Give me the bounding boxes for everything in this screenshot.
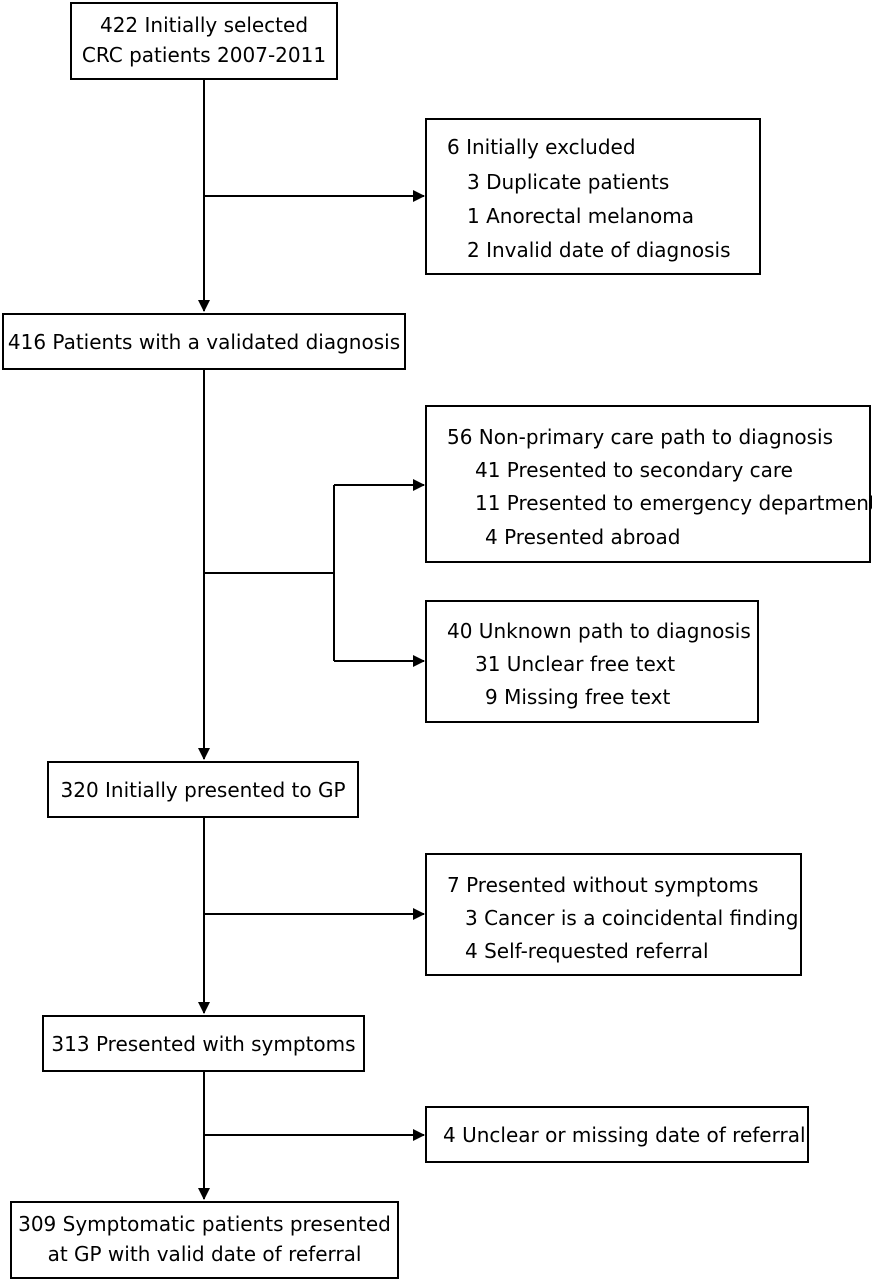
exclusion-item: 1 Anorectal melanoma (467, 204, 695, 228)
presented-with-symptoms-box: 313 Presented with symptoms (42, 1015, 365, 1072)
box-line: CRC patients 2007-2011 (81, 43, 327, 67)
exclusion-item: 4 Presented abroad (485, 525, 681, 549)
box-line: at GP with valid date of referral (47, 1242, 362, 1266)
exclusion-title: 6 Initially excluded (447, 135, 636, 159)
exclusion-item: 2 Invalid date of diagnosis (467, 238, 731, 262)
exclusion-item: 9 Missing free text (485, 685, 671, 709)
exclusion-item: 3 Duplicate patients (467, 170, 670, 194)
initial-selection-box: 422 Initially selected CRC patients 2007… (70, 2, 338, 80)
missing-referral-date-box: 4 Unclear or missing date of referral (425, 1106, 809, 1163)
exclusion-item: 4 Self-requested referral (465, 939, 709, 963)
exclusion-item: 31 Unclear free text (475, 652, 676, 676)
final-cohort-box: 309 Symptomatic patients presented at GP… (10, 1201, 399, 1279)
exclusion-item: 11 Presented to emergency department (475, 491, 872, 515)
box-line: 320 Initially presented to GP (60, 778, 346, 802)
non-primary-care-box: 56 Non-primary care path to diagnosis 41… (425, 405, 872, 563)
exclusion-title: 7 Presented without symptoms (447, 873, 759, 897)
unknown-path-box: 40 Unknown path to diagnosis 31 Unclear … (425, 600, 759, 723)
initial-exclusion-box: 6 Initially excluded 3 Duplicate patient… (425, 118, 761, 275)
exclusion-title: 4 Unclear or missing date of referral (443, 1123, 806, 1147)
box-line: 309 Symptomatic patients presented (18, 1212, 391, 1236)
box-line: 313 Presented with symptoms (51, 1032, 356, 1056)
validated-diagnosis-box: 416 Patients with a validated diagnosis (2, 313, 406, 370)
presented-to-gp-box: 320 Initially presented to GP (47, 761, 359, 818)
box-line: 422 Initially selected (99, 13, 309, 37)
exclusion-item: 3 Cancer is a coincidental finding (465, 906, 799, 930)
box-line: 416 Patients with a validated diagnosis (7, 330, 401, 354)
exclusion-title: 56 Non-primary care path to diagnosis (447, 425, 833, 449)
exclusion-title: 40 Unknown path to diagnosis (447, 619, 751, 643)
exclusion-item: 41 Presented to secondary care (475, 458, 793, 482)
without-symptoms-box: 7 Presented without symptoms 3 Cancer is… (425, 853, 802, 976)
